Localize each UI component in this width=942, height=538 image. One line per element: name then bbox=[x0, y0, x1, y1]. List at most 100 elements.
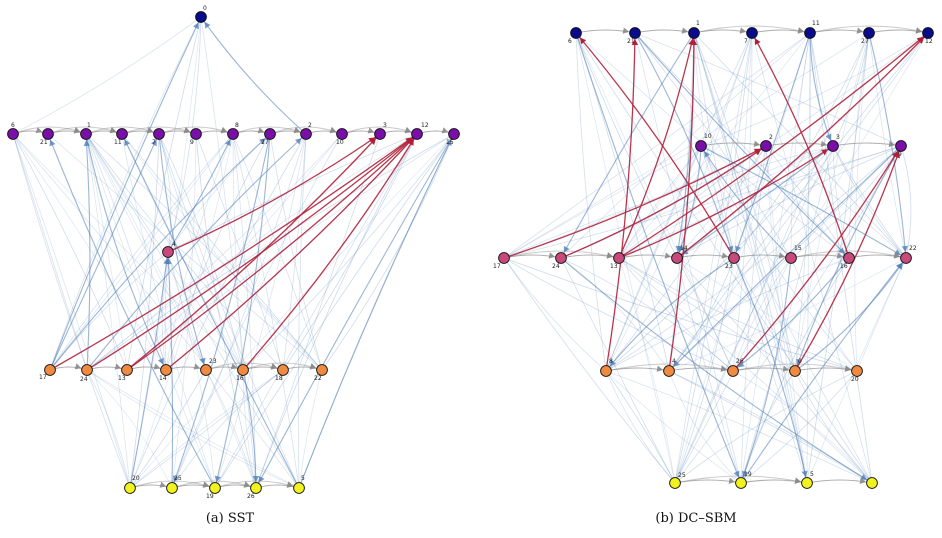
graph-node bbox=[81, 364, 93, 376]
edge-arrowhead bbox=[214, 475, 221, 483]
graph-node bbox=[669, 477, 681, 489]
edge bbox=[700, 32, 929, 147]
edge bbox=[854, 32, 870, 372]
edge bbox=[321, 133, 455, 371]
edge bbox=[618, 145, 702, 259]
node-label: 15 bbox=[446, 139, 454, 146]
edge bbox=[732, 370, 873, 484]
edge bbox=[503, 145, 767, 259]
graph-node bbox=[851, 365, 863, 377]
edge bbox=[740, 32, 811, 484]
edge bbox=[856, 257, 907, 372]
edge bbox=[86, 133, 343, 371]
edge bbox=[668, 257, 907, 372]
edge-arrowhead bbox=[369, 138, 376, 145]
edge bbox=[171, 133, 343, 489]
edge bbox=[605, 370, 742, 484]
edge bbox=[740, 257, 907, 484]
edge bbox=[674, 32, 811, 484]
node-label: 5 bbox=[810, 471, 814, 478]
node-label: 24 bbox=[80, 376, 88, 383]
edge-arrowhead bbox=[73, 127, 81, 134]
edge bbox=[503, 145, 767, 259]
edge-arrowhead bbox=[199, 357, 206, 365]
edge bbox=[503, 145, 702, 259]
graph-node bbox=[277, 364, 289, 376]
edge bbox=[85, 133, 300, 489]
edge bbox=[832, 145, 907, 259]
edge bbox=[255, 133, 455, 489]
edge bbox=[806, 479, 873, 484]
edge bbox=[674, 32, 753, 484]
edge bbox=[560, 32, 695, 259]
edge bbox=[794, 370, 873, 484]
node-label: 27 bbox=[261, 139, 269, 146]
edge bbox=[693, 32, 808, 484]
edge bbox=[49, 133, 234, 371]
edge bbox=[12, 133, 128, 371]
node-label: 9 bbox=[898, 151, 902, 158]
edge bbox=[214, 133, 455, 489]
edge bbox=[794, 32, 811, 372]
edge-arrowhead bbox=[690, 38, 698, 46]
graph-node bbox=[866, 477, 878, 489]
node-label: 5 bbox=[301, 475, 305, 482]
edge bbox=[740, 257, 792, 484]
edge bbox=[794, 32, 870, 372]
edge bbox=[171, 133, 307, 489]
node-label: 26 bbox=[736, 358, 744, 365]
edge bbox=[282, 133, 418, 371]
edge bbox=[167, 133, 234, 253]
edge bbox=[86, 369, 131, 489]
edge bbox=[575, 32, 735, 259]
caption-sst: (a) SST bbox=[205, 511, 255, 526]
edge bbox=[49, 133, 418, 371]
edge bbox=[674, 479, 742, 484]
edge bbox=[232, 133, 244, 371]
edge bbox=[47, 133, 323, 371]
edge bbox=[676, 257, 734, 372]
edge bbox=[121, 133, 323, 371]
graph-node bbox=[124, 482, 136, 494]
edge-arrowhead bbox=[252, 475, 260, 483]
edge bbox=[868, 32, 907, 259]
edge bbox=[674, 475, 808, 484]
node-label: 2 bbox=[769, 134, 773, 141]
edge bbox=[171, 133, 271, 489]
edge bbox=[790, 250, 907, 259]
edge bbox=[47, 133, 216, 489]
node-label: 1 bbox=[696, 20, 700, 27]
graph-node bbox=[190, 128, 202, 140]
node-label: 21 bbox=[627, 38, 635, 45]
edge bbox=[618, 145, 834, 259]
graph-node bbox=[801, 477, 813, 489]
graph-node bbox=[7, 128, 19, 140]
edge-arrowhead bbox=[859, 477, 867, 484]
edge bbox=[12, 133, 300, 489]
graph-node bbox=[804, 27, 816, 39]
node-label: 8 bbox=[235, 122, 239, 129]
edge bbox=[126, 133, 418, 371]
edge bbox=[618, 145, 834, 259]
edge bbox=[605, 145, 834, 372]
node-label: 3 bbox=[383, 122, 387, 129]
edge bbox=[605, 32, 636, 372]
edge bbox=[740, 370, 796, 484]
node-label: 19 bbox=[744, 471, 752, 478]
sst-edges bbox=[12, 16, 455, 489]
edge bbox=[668, 257, 735, 372]
graph-node bbox=[200, 364, 212, 376]
node-label: 24 bbox=[552, 263, 560, 270]
node-label: 12 bbox=[421, 122, 429, 129]
edge-arrowhead bbox=[778, 252, 786, 259]
node-label: 14 bbox=[159, 375, 167, 382]
edge bbox=[732, 257, 792, 372]
edge bbox=[12, 16, 202, 135]
node-label: 26 bbox=[247, 493, 255, 500]
edge bbox=[232, 133, 323, 371]
edge-arrowhead bbox=[825, 133, 832, 141]
edge bbox=[12, 133, 131, 489]
edge bbox=[129, 133, 455, 489]
node-label: 17 bbox=[493, 263, 501, 270]
